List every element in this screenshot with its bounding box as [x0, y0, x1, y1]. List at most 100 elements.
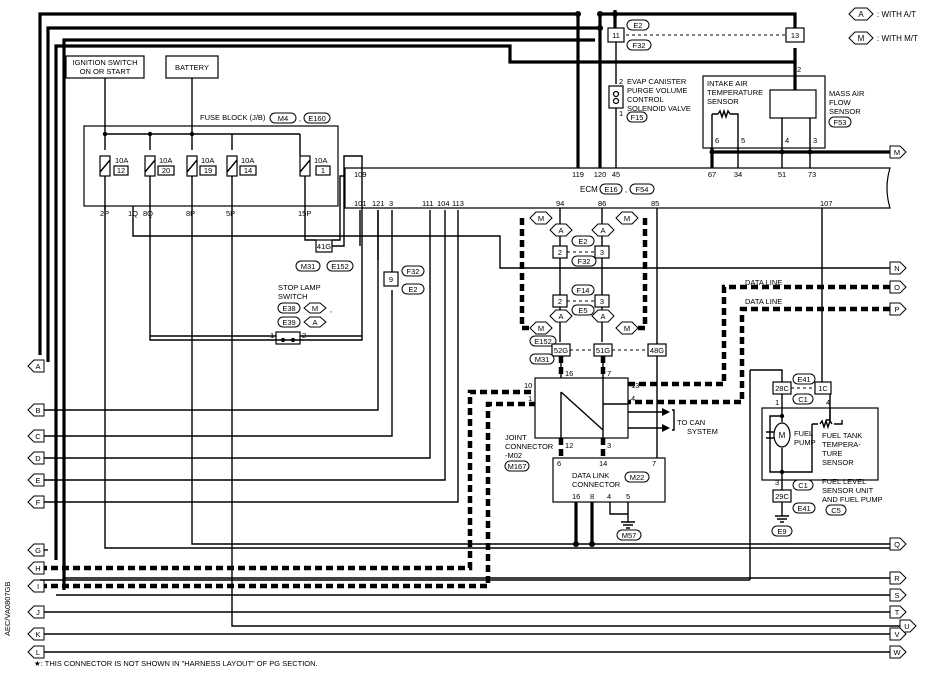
fuel-pump-unit: 28C E41 1C C1 1 4 M FUEL PUMP FUEL TANK …: [749, 208, 883, 580]
svg-text:3: 3: [600, 248, 604, 257]
svg-text:Q: Q: [894, 540, 900, 549]
figure-code: AEC/VA0807GB: [3, 582, 12, 636]
svg-text:M31: M31: [535, 355, 550, 364]
data-lines: DATA LINE DATA LINE: [628, 278, 890, 405]
fuse-20: 10A 20 8Q: [143, 155, 363, 341]
svg-text:14: 14: [244, 166, 252, 175]
svg-text:3: 3: [607, 441, 611, 450]
svg-text:121: 121: [372, 199, 385, 208]
svg-text:2: 2: [558, 248, 562, 257]
right-terminal-m: M: [889, 145, 907, 159]
svg-text:IGNITION SWITCH: IGNITION SWITCH: [73, 58, 138, 67]
maf-sensor: INTAKE AIR TEMPERATURE SENSOR MASS AIR F…: [702, 65, 865, 168]
svg-text:N: N: [894, 264, 899, 273]
svg-text:M31: M31: [301, 262, 316, 271]
connector-9: 9 F32 E2: [383, 265, 425, 295]
svg-text:7: 7: [652, 459, 656, 468]
svg-text:A: A: [558, 312, 563, 321]
right-terminal-q: Q: [889, 537, 907, 551]
left-terminals: A B C D E F G H: [27, 359, 45, 659]
svg-text:E152: E152: [331, 262, 349, 271]
svg-text:FUSE BLOCK (J/B): FUSE BLOCK (J/B): [200, 113, 266, 122]
connector-m31-pins: 52G 51G 48G M31: [529, 208, 667, 365]
svg-text:S: S: [894, 591, 899, 600]
left-terminal-b: B: [27, 403, 45, 417]
svg-text:2: 2: [619, 77, 623, 86]
svg-text:3: 3: [389, 199, 393, 208]
svg-text:,: ,: [625, 185, 627, 194]
svg-text:10A: 10A: [314, 156, 327, 165]
data-link-connector: 6 14 7 DATA LINK CONNECTOR M22 16 8 4 5 …: [552, 356, 666, 547]
svg-text:12: 12: [565, 441, 573, 450]
svg-text:D: D: [35, 454, 41, 463]
svg-text:E41: E41: [797, 375, 810, 384]
svg-text:ECM: ECM: [580, 185, 598, 194]
svg-text:C5: C5: [831, 506, 841, 515]
svg-text:4: 4: [826, 398, 830, 407]
svg-text:120: 120: [594, 170, 607, 179]
svg-text:,: ,: [299, 114, 301, 123]
svg-text:16: 16: [572, 492, 580, 501]
svg-text:F15: F15: [631, 113, 644, 122]
svg-text:K: K: [35, 630, 40, 639]
svg-text:SENSOR: SENSOR: [822, 458, 854, 467]
svg-text:113: 113: [452, 199, 464, 208]
svg-text:H: H: [35, 564, 40, 573]
fuse-1: 10A 1 15P: [298, 134, 331, 241]
left-terminal-j: J: [27, 605, 45, 619]
svg-text:4: 4: [785, 136, 789, 145]
svg-text:E9: E9: [777, 527, 786, 536]
svg-text:T: T: [895, 608, 900, 617]
svg-text:EVAP CANISTER: EVAP CANISTER: [627, 77, 687, 86]
svg-text:45: 45: [612, 170, 620, 179]
svg-text:R: R: [894, 574, 900, 583]
connector-41g: 41G M31 E152: [295, 239, 354, 272]
svg-text:E16: E16: [604, 185, 617, 194]
svg-text:DATA LINE: DATA LINE: [745, 278, 782, 287]
fuse-14: 10A 14 5P: [226, 155, 900, 627]
svg-text:B: B: [35, 406, 40, 415]
svg-text:111: 111: [422, 199, 433, 208]
svg-text:E39: E39: [282, 318, 295, 327]
svg-text:CONNECTOR: CONNECTOR: [505, 442, 554, 451]
svg-text:E41: E41: [797, 504, 810, 513]
svg-text:TO CAN: TO CAN: [677, 418, 705, 427]
svg-text:G: G: [35, 546, 41, 555]
svg-text:1: 1: [528, 394, 532, 403]
svg-text:5P: 5P: [226, 209, 235, 218]
svg-text:34: 34: [734, 170, 742, 179]
svg-text:4: 4: [607, 492, 611, 501]
right-terminal-s: S: [889, 588, 907, 602]
svg-text:F54: F54: [636, 185, 649, 194]
legend: A : WITH A/T M : WITH M/T: [848, 7, 918, 45]
svg-text:48G: 48G: [650, 346, 664, 355]
svg-text:E: E: [35, 476, 40, 485]
fuse-19: 10A 19 8P: [186, 155, 900, 545]
svg-text:M: M: [312, 304, 318, 313]
svg-text:MASS AIR: MASS AIR: [829, 89, 865, 98]
left-terminal-k: K: [27, 627, 45, 641]
svg-text:E2: E2: [578, 237, 587, 246]
svg-text:101: 101: [354, 199, 367, 208]
svg-text:10: 10: [524, 381, 532, 390]
svg-text:SYSTEM: SYSTEM: [687, 427, 718, 436]
svg-text:TURE: TURE: [822, 449, 842, 458]
svg-text:4: 4: [631, 394, 635, 403]
right-terminal-v: V: [889, 627, 907, 641]
svg-text:,: ,: [330, 305, 332, 314]
left-terminal-d: D: [27, 451, 45, 465]
svg-text:104: 104: [437, 199, 450, 208]
svg-text:C1: C1: [798, 481, 808, 490]
svg-text:7: 7: [607, 369, 611, 378]
svg-text:DATA LINK: DATA LINK: [572, 471, 609, 480]
svg-text:M57: M57: [622, 531, 637, 540]
svg-text:94: 94: [556, 199, 564, 208]
right-terminal-r: R: [889, 571, 907, 585]
svg-text:M: M: [538, 214, 544, 223]
svg-text:3: 3: [813, 136, 817, 145]
svg-text:2: 2: [558, 297, 562, 306]
svg-text:119: 119: [572, 170, 584, 179]
svg-text:ON OR START: ON OR START: [80, 67, 131, 76]
evap-solenoid: 2 1 EVAP CANISTER PURGE VOLUME CONTROL S…: [608, 77, 691, 168]
svg-text:8Q: 8Q: [143, 209, 153, 218]
